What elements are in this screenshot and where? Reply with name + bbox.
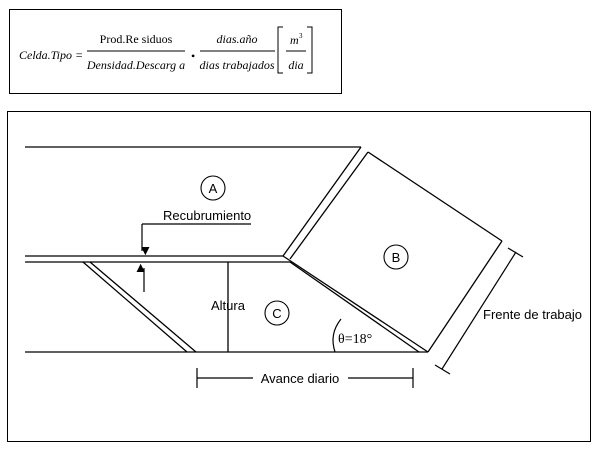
formula-box: Celda.Tipo = Prod.Re siduos Densidad.Des…	[9, 9, 342, 94]
cell-c-left-outer	[82, 261, 188, 353]
cell-b-top-edge	[367, 151, 503, 242]
frente-line	[441, 251, 517, 370]
frente-top-tick	[507, 247, 524, 258]
label-c: C	[272, 306, 281, 321]
formula-unit-numerator: m	[290, 33, 299, 47]
slope-line-a	[282, 146, 362, 257]
cover-slope-inner	[289, 261, 420, 353]
cover-slope-outer	[282, 255, 429, 353]
cell-c-left-inner	[89, 261, 197, 353]
diagram-box: A B C Recubrumiento Altura θ=18° Avance …	[7, 111, 591, 442]
avance-label: Avance diario	[261, 371, 340, 386]
formula-frac2-numerator: dias.año	[216, 32, 257, 46]
frente-label: Frente de trabajo	[483, 307, 582, 322]
label-c-circle	[264, 300, 290, 326]
formula-svg: Celda.Tipo = Prod.Re siduos Densidad.Des…	[19, 26, 313, 74]
label-b-circle	[383, 244, 409, 270]
altura-label: Altura	[211, 298, 246, 313]
frente-bottom-tick	[434, 364, 451, 375]
formula-lhs: Celda.Tipo =	[19, 48, 83, 62]
formula-frac2-denominator: dias trabajados	[199, 58, 274, 72]
formula-frac1-numerator: Prod.Re siduos	[100, 32, 173, 46]
label-b: B	[392, 250, 401, 265]
formula-right-bracket	[307, 26, 313, 74]
angle-arc	[332, 318, 342, 353]
formula-unit-exponent: 3	[299, 32, 303, 40]
cell-b-front-edge	[427, 240, 503, 353]
label-a-circle	[200, 175, 226, 201]
landfill-cell-diagram: A B C Recubrumiento Altura θ=18° Avance …	[25, 146, 582, 388]
angle-label: θ=18°	[338, 332, 372, 347]
label-a: A	[209, 181, 218, 196]
formula-unit-denominator: dia	[288, 58, 303, 72]
recubrimiento-label: Recubrumiento	[163, 208, 251, 223]
slope-line-a-inner	[289, 151, 369, 260]
formula-frac1-denominator: Densidad.Descarg a	[86, 58, 185, 72]
formula-dot: •	[191, 49, 195, 63]
formula-left-bracket	[277, 26, 283, 74]
